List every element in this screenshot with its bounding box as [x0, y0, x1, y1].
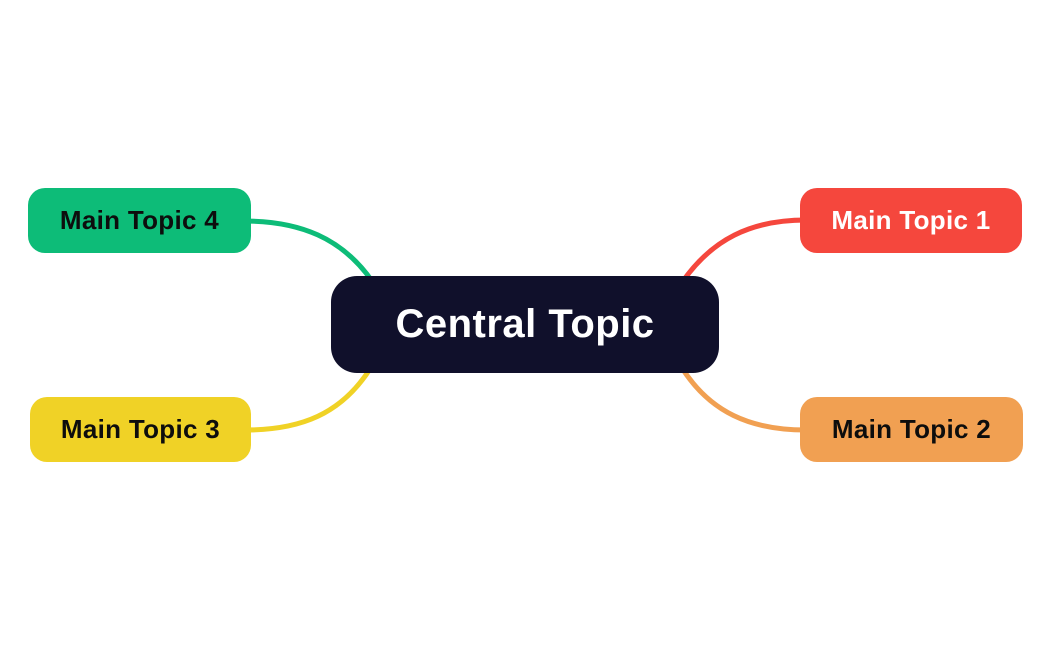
- central-topic-label: Central Topic: [395, 302, 655, 346]
- main-topic-4-label: Main Topic 4: [59, 205, 220, 235]
- main-topic-2-node[interactable]: Main Topic 2: [800, 397, 1023, 462]
- connector-central-to-topic-2: [679, 365, 809, 433]
- main-topic-2-label: Main Topic 2: [831, 414, 992, 444]
- central-topic-node[interactable]: Central Topic: [331, 276, 719, 373]
- connector-central-to-topic-1: [680, 217, 809, 284]
- connector-central-to-topic-4: [241, 218, 375, 284]
- main-topic-1-label: Main Topic 1: [831, 205, 991, 235]
- connector-central-to-topic-3: [242, 366, 373, 433]
- main-topic-1-node[interactable]: Main Topic 1: [800, 188, 1022, 253]
- main-topic-3-label: Main Topic 3: [60, 414, 221, 444]
- main-topic-3-node[interactable]: Main Topic 3: [30, 397, 251, 462]
- main-topic-4-node[interactable]: Main Topic 4: [28, 188, 251, 253]
